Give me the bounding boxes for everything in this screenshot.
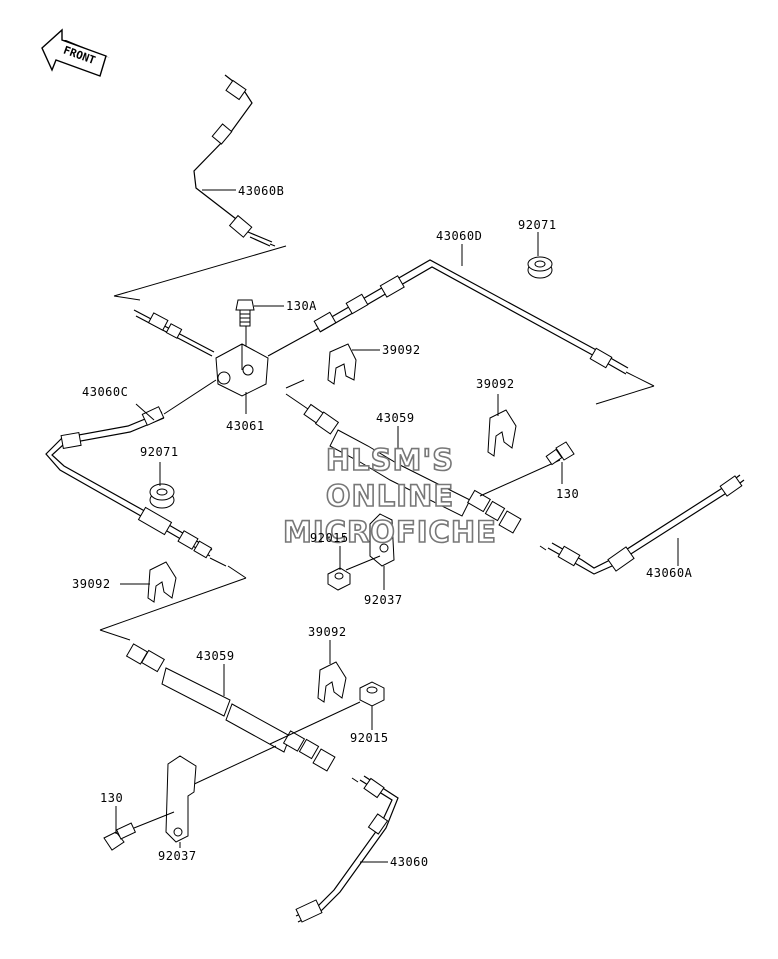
watermark-line-2: ONLINE [326,479,454,513]
pipe-43060d [313,259,655,405]
label-92071-top: 92071 [518,218,557,232]
bolt-130-right [545,441,575,466]
grommet-92071-top [527,256,553,279]
label-92037-lower: 92037 [158,849,197,863]
grommet-92071-left [149,483,175,509]
label-92015-lower: 92015 [350,731,389,745]
pipe-43060a [539,474,745,575]
bolt-130a [235,299,255,346]
clip-39092-a [327,343,357,385]
junction-block-43061 [215,321,331,397]
clip-39092-d [317,661,347,703]
pipe-43060 [295,775,399,923]
fitting-upper-left [133,309,215,357]
pipe-43060c [45,379,227,567]
bracket-92037-lower [165,755,197,843]
label-leaders [115,189,679,863]
watermark-line-3: MICROFICHE [283,515,497,549]
leader-line [99,577,247,631]
hose-43059-upper [285,379,561,534]
label-43060c: 43060C [82,385,128,399]
label-92015-upper: 92015 [310,531,349,545]
label-92037-upper: 92037 [364,593,403,607]
label-39092-d: 39092 [308,625,347,639]
label-43060: 43060 [390,855,429,869]
label-43061: 43061 [226,419,265,433]
label-130a: 130A [286,299,317,313]
hose-43059-lower [125,643,361,787]
leader-line [99,629,131,641]
part-labels: 43060B 130A 43060D 92071 39092 43060C 43… [72,184,693,869]
bolt-130-left [103,811,175,851]
label-43060d: 43060D [436,229,482,243]
label-92071-left: 92071 [140,445,179,459]
label-43059-lower: 43059 [196,649,235,663]
nut-92015-upper [327,567,351,591]
leader-line [227,565,247,579]
label-130-left: 130 [100,791,123,805]
pipe-43060b [188,74,276,247]
front-arrow: FRONT [41,28,110,77]
watermark-line-1: HLSM'S [326,443,454,477]
label-43059-upper: 43059 [376,411,415,425]
clip-39092-b [487,409,517,457]
watermark: HLSM'S ONLINE MICROFICHE [282,442,497,550]
label-39092-b: 39092 [476,377,515,391]
label-39092-c: 39092 [72,577,111,591]
nut-92015-lower [359,681,385,707]
bracket-92037-upper [345,513,395,571]
leader-line [113,245,287,297]
label-39092-a: 39092 [382,343,421,357]
label-43060b: 43060B [238,184,284,198]
clip-39092-c [147,561,177,603]
label-130-right: 130 [556,487,579,501]
leader-line [113,295,141,301]
label-43060a: 43060A [646,566,693,580]
